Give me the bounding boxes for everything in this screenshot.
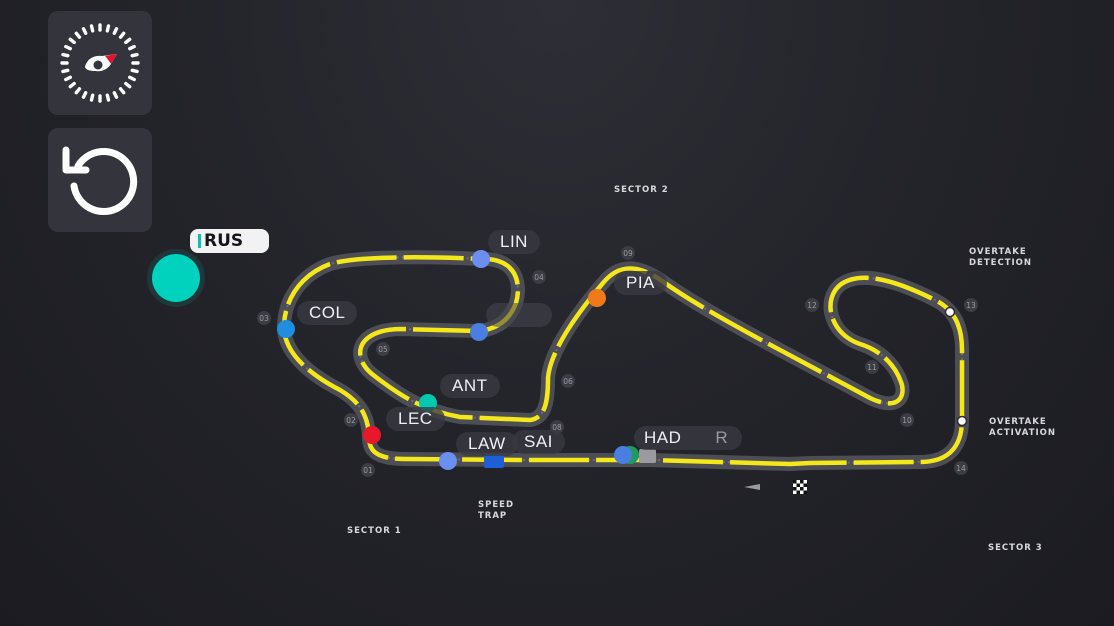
turn-04-label: 04 — [534, 273, 544, 282]
turn-02: 02 — [344, 413, 358, 427]
stopwatch-icon — [60, 23, 140, 103]
driver-label-had[interactable]: HAD R — [634, 426, 742, 450]
driver-label-law[interactable]: LAW — [456, 432, 518, 456]
focused-driver-code: RUS — [204, 231, 244, 251]
speed-trap-line-1: SPEED — [478, 500, 515, 510]
car-marker-lec[interactable] — [363, 426, 381, 444]
overtake-detection-line-1: OVERTAKE — [969, 247, 1027, 257]
turn-05: 05 — [376, 342, 390, 356]
direction-arrow-icon — [744, 484, 760, 490]
turn-05-label: 05 — [378, 345, 388, 354]
turn-14-label: 14 — [956, 464, 966, 473]
turn-03: 03 — [257, 311, 271, 325]
replay-icon — [62, 146, 138, 215]
turn-13: 13 — [964, 298, 978, 312]
driver-label-pia[interactable]: PIA — [614, 271, 667, 295]
speed-trap-label: SPEED TRAP — [478, 500, 514, 522]
sector-3-label: SECTOR 3 — [988, 543, 1043, 553]
driver-label-col[interactable]: COL — [297, 301, 358, 325]
turn-10: 10 — [900, 413, 914, 427]
turn-13-label: 13 — [966, 301, 976, 310]
speed-trap-line-2: TRAP — [478, 511, 508, 521]
overtake-activation-point — [956, 415, 968, 427]
driver-label-had-overlap: R — [715, 428, 729, 447]
car-marker-pia[interactable] — [588, 289, 606, 307]
turn-01: 01 — [361, 463, 375, 477]
focused-driver-marker[interactable] — [152, 254, 200, 302]
car-marker-col[interactable] — [277, 320, 295, 338]
car-marker-grey[interactable] — [639, 449, 656, 463]
turn-number-markers: 01 02 03 04 05 06 08 09 10 11 12 13 14 — [257, 246, 978, 477]
live-timing-button[interactable] — [48, 11, 152, 115]
car-marker-lin[interactable] — [472, 250, 490, 268]
driver-label-had-text: HAD — [644, 428, 682, 447]
sector-2-label: SECTOR 2 — [614, 185, 669, 195]
driver-label-lin[interactable]: LIN — [488, 230, 540, 254]
overtake-detection-label: OVERTAKE DETECTION — [969, 247, 1032, 269]
turn-09: 09 — [621, 246, 635, 260]
driver-label-lec[interactable]: LEC — [386, 407, 445, 431]
car-marker-had[interactable] — [614, 446, 632, 464]
overtake-detection-point — [944, 306, 956, 318]
turn-04: 04 — [532, 270, 546, 284]
turn-06: 06 — [561, 374, 575, 388]
checkered-flag-icon — [793, 480, 807, 494]
car-marker-sai[interactable] — [484, 454, 504, 468]
replay-button[interactable] — [48, 128, 152, 232]
team-color-bar — [198, 234, 201, 248]
turn-14: 14 — [954, 461, 968, 475]
driver-label-sai[interactable]: SAI — [512, 430, 565, 454]
turn-09-label: 09 — [623, 249, 633, 258]
overtake-activation-label: OVERTAKE ACTIVATION — [989, 417, 1056, 439]
car-marker-unlabeled[interactable] — [470, 323, 488, 341]
turn-11-label: 11 — [867, 363, 877, 372]
driver-label-obscured[interactable] — [486, 303, 552, 327]
overtake-activation-line-2: ACTIVATION — [989, 428, 1056, 438]
turn-12-label: 12 — [807, 301, 817, 310]
turn-08-label: 08 — [552, 423, 562, 432]
turn-01-label: 01 — [363, 466, 373, 475]
turn-03-label: 03 — [259, 314, 269, 323]
sector-1-label: SECTOR 1 — [347, 526, 402, 536]
turn-12: 12 — [805, 298, 819, 312]
turn-06-label: 06 — [563, 377, 573, 386]
turn-02-label: 02 — [346, 416, 356, 425]
overtake-detection-line-2: DETECTION — [969, 258, 1033, 268]
car-marker-law[interactable] — [439, 452, 457, 470]
overtake-activation-line-1: OVERTAKE — [989, 417, 1047, 427]
driver-label-ant[interactable]: ANT — [440, 374, 500, 398]
turn-11: 11 — [865, 360, 879, 374]
focused-driver-tag[interactable]: RUS — [190, 229, 269, 253]
turn-10-label: 10 — [902, 416, 912, 425]
